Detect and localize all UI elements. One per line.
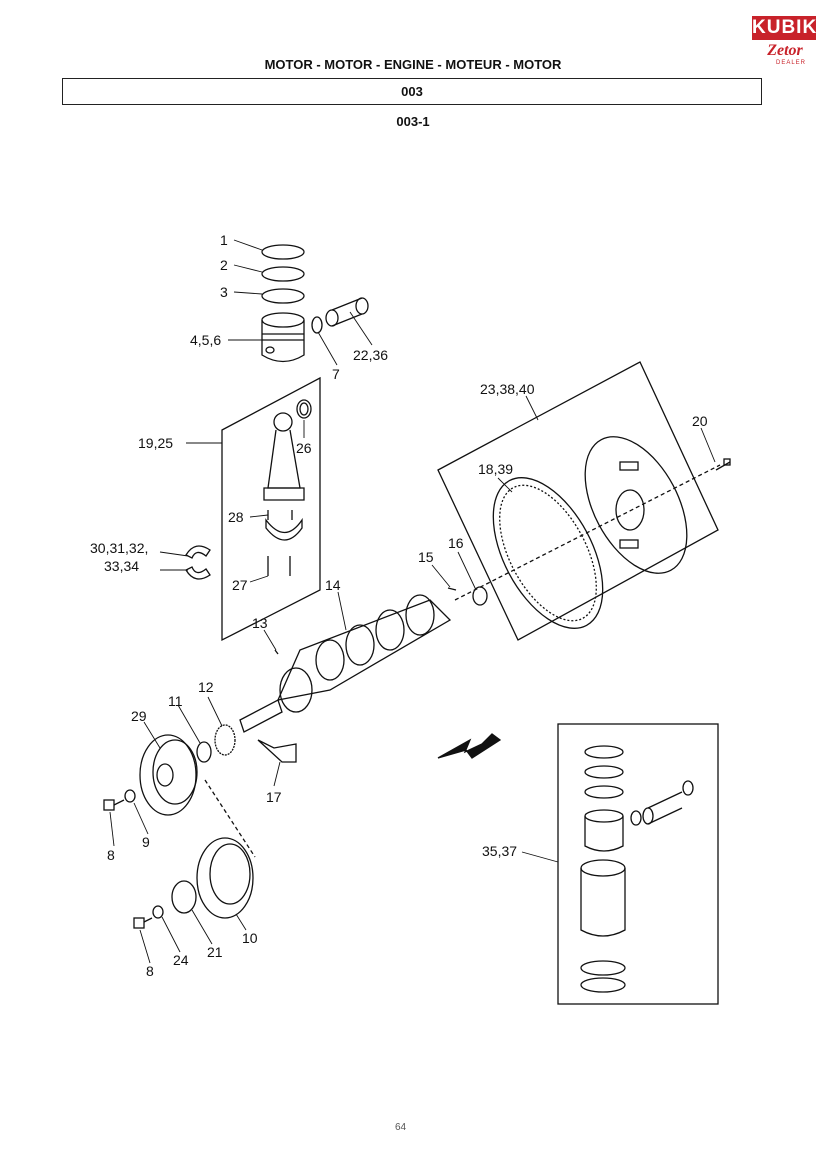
- flywheel-bolt: [715, 458, 731, 471]
- leader-lines: [109, 239, 716, 964]
- callout-30-31-32: 30,31,32,: [90, 540, 148, 556]
- callout-18-39: 18,39: [478, 461, 513, 477]
- piston-kit-frame: [557, 723, 719, 1005]
- flywheel-group-frame: [437, 361, 719, 641]
- damper-bolt: [133, 917, 153, 929]
- vibration-damper: [196, 837, 254, 919]
- callout-10: 10: [242, 930, 258, 946]
- callout-12: 12: [198, 679, 214, 695]
- damper-hub: [171, 880, 197, 914]
- callout-9: 9: [142, 834, 150, 850]
- pulley-bolt: [103, 799, 125, 811]
- direction-arrow: [437, 733, 502, 759]
- callout-7: 7: [332, 366, 340, 382]
- callout-13: 13: [252, 615, 268, 631]
- crankshaft: [239, 594, 452, 733]
- callout-1: 1: [220, 232, 228, 248]
- callout-35-37: 35,37: [482, 843, 517, 859]
- conrod-group-frame: [221, 376, 321, 642]
- callout-17: 17: [266, 789, 282, 805]
- group-number: 003: [62, 78, 762, 105]
- callout-14: 14: [325, 577, 341, 593]
- callout-19-25: 19,25: [138, 435, 173, 451]
- callout-33-34: 33,34: [104, 558, 139, 574]
- callout-20: 20: [692, 413, 708, 429]
- callout-21: 21: [207, 944, 223, 960]
- crankshaft-pulley: [139, 734, 198, 816]
- oil-nozzle: [257, 739, 297, 763]
- callout-11: 11: [168, 693, 183, 709]
- piston-circlip: [311, 316, 323, 334]
- logo-make: Zetor: [767, 42, 803, 59]
- main-bearing-shells: [185, 545, 211, 580]
- logo-brand: KUBIK: [752, 16, 818, 40]
- dowel-pin: [447, 587, 457, 591]
- connecting-rod: [263, 412, 305, 576]
- damper-washer: [152, 905, 164, 919]
- callout-27: 27: [232, 577, 248, 593]
- crankshaft-gear: [214, 724, 236, 756]
- callout-3: 3: [220, 284, 228, 300]
- section-number: 003-1: [396, 114, 430, 129]
- piston: [261, 312, 305, 363]
- piston-pin: [325, 297, 369, 327]
- piston-kit: [580, 745, 694, 993]
- callout-29: 29: [131, 708, 147, 724]
- callout-4-5-6: 4,5,6: [190, 332, 221, 348]
- spacer-ring: [196, 741, 212, 763]
- washer: [124, 789, 136, 803]
- crankshaft-plug: [274, 649, 279, 655]
- callout-8-lower: 8: [146, 963, 154, 979]
- callout-23-38-40: 23,38,40: [480, 381, 535, 397]
- page-number: 64: [395, 1122, 407, 1133]
- callout-15: 15: [418, 549, 434, 565]
- kubik-zetor-logo: KUBIK Zetor DEALER: [752, 12, 816, 68]
- callout-24: 24: [173, 952, 189, 968]
- flywheel: [584, 436, 688, 574]
- page-title: MOTOR - MOTOR - ENGINE - MOTEUR - MOTOR: [264, 57, 562, 72]
- damper-axis: [204, 779, 256, 858]
- callout-16: 16: [448, 535, 464, 551]
- ring-gear: [492, 477, 604, 629]
- small-end-bushing: [296, 399, 312, 419]
- flywheel-axis: [454, 464, 721, 601]
- callout-2: 2: [220, 257, 228, 273]
- piston-rings: [261, 244, 305, 304]
- callout-26: 26: [296, 440, 312, 456]
- callout-8-upper: 8: [107, 847, 115, 863]
- callout-22-36: 22,36: [353, 347, 388, 363]
- callout-28: 28: [228, 509, 244, 525]
- crankshaft-seal: [472, 586, 488, 606]
- logo-tag: DEALER: [776, 60, 807, 66]
